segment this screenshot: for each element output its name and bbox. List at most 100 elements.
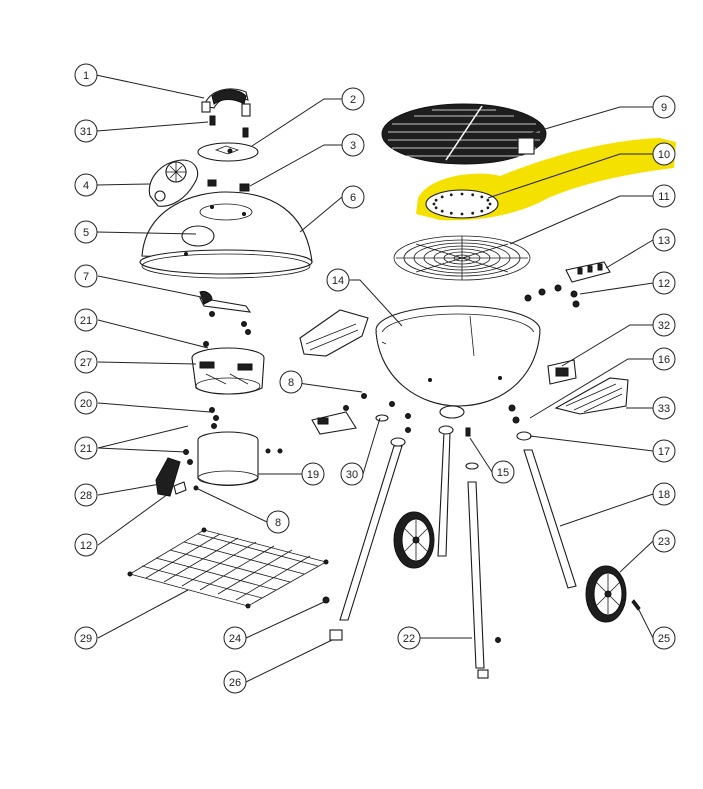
callout-21: 21: [74, 308, 98, 332]
plate-hole: [440, 209, 444, 213]
plate-hole: [486, 206, 490, 210]
svg-text:4: 4: [83, 180, 89, 192]
svg-text:15: 15: [497, 467, 509, 479]
plate-hole: [449, 211, 453, 215]
callout-9: 9: [652, 95, 676, 119]
callout-26: 26: [223, 670, 247, 694]
part-31-screws: [209, 115, 249, 138]
part-6-lid: [139, 191, 313, 279]
plate-hole: [480, 195, 484, 199]
part-28-bracket: [155, 457, 199, 497]
callout-10: 10: [652, 142, 676, 166]
callout-7: 7: [74, 264, 98, 288]
callout-31: 31: [74, 119, 98, 143]
plate-hole: [434, 198, 438, 202]
part-10-charcoal-plate: [425, 189, 499, 219]
callout-1: 1: [74, 63, 98, 87]
part-side-basket-left: [299, 309, 369, 357]
part-7-handle-bracket: [199, 291, 252, 313]
svg-text:30: 30: [346, 469, 358, 481]
part-leg-center: [437, 425, 454, 557]
part-23-wheel: [585, 565, 627, 623]
svg-text:16: 16: [658, 354, 670, 366]
svg-text:22: 22: [403, 633, 415, 645]
part-15-bolt: [465, 427, 471, 437]
callout-27: 27: [74, 350, 98, 374]
part-25-axle-pin: [631, 599, 641, 611]
svg-text:13: 13: [658, 235, 670, 247]
callout-24: 24: [223, 626, 247, 650]
plate-hole: [488, 202, 492, 206]
part-32-bracket: [547, 359, 577, 385]
callout-28: 28: [74, 483, 98, 507]
part-12-nuts-right: [524, 284, 580, 308]
callout-8: 8: [279, 370, 303, 394]
svg-text:31: 31: [80, 126, 92, 138]
svg-text:1: 1: [83, 70, 89, 82]
svg-text:27: 27: [80, 357, 92, 369]
part-4-vent-damper: [148, 159, 199, 207]
callout-6: 6: [341, 185, 365, 209]
plate-hole: [471, 211, 475, 215]
svg-text:12: 12: [658, 278, 670, 290]
leader-lines: [95, 74, 654, 683]
part-18-leg: [523, 449, 577, 589]
callout-5: 5: [74, 220, 98, 244]
svg-text:25: 25: [658, 633, 670, 645]
callout-13: 13: [652, 228, 676, 252]
svg-text:12: 12: [80, 540, 92, 552]
svg-text:23: 23: [658, 536, 670, 548]
svg-text:32: 32: [658, 320, 670, 332]
callout-19: 19: [301, 462, 325, 486]
svg-text:7: 7: [83, 271, 89, 283]
callout-8: 8: [266, 510, 290, 534]
callout-12: 12: [74, 533, 98, 557]
callout-20: 20: [74, 391, 98, 415]
callout-12: 12: [652, 271, 676, 295]
callout-22: 22: [397, 626, 421, 650]
svg-text:28: 28: [80, 490, 92, 502]
part-leg-left: [339, 437, 406, 621]
svg-text:19: 19: [307, 469, 319, 481]
part-30-leg-socket: [343, 393, 411, 433]
part-9-cooking-grate: [381, 103, 547, 165]
plate-hole: [471, 193, 475, 197]
part-tool-hook: [311, 411, 357, 435]
svg-text:21: 21: [80, 443, 92, 455]
plate-hole: [449, 193, 453, 197]
callout-11: 11: [652, 184, 676, 208]
svg-text:3: 3: [350, 140, 356, 152]
callout-labels: 1 31 4 5 7 21 27 20 21 28 12 29 2 3 6 14…: [74, 63, 676, 694]
part-wheel-left: [393, 511, 435, 569]
part-13-bracket: [565, 261, 611, 283]
svg-text:24: 24: [229, 633, 241, 645]
part-29-wire-rack: [127, 527, 329, 609]
callout-16: 16: [652, 347, 676, 371]
part-14-bowl: [375, 305, 541, 419]
callout-2: 2: [341, 87, 365, 111]
svg-text:20: 20: [80, 398, 92, 410]
callout-29: 29: [74, 626, 98, 650]
callout-30: 30: [340, 462, 364, 486]
part-22-leg: [465, 462, 501, 679]
callout-4: 4: [74, 173, 98, 197]
svg-text:14: 14: [332, 275, 344, 287]
svg-text:33: 33: [658, 403, 670, 415]
part-19-ash-bucket: [197, 431, 283, 486]
callout-23: 23: [652, 529, 676, 553]
part-1-lid-handle: [201, 88, 251, 117]
svg-text:17: 17: [658, 446, 670, 458]
plate-hole: [434, 206, 438, 210]
callout-21: 21: [74, 436, 98, 460]
part-8-bolts-left: [203, 311, 251, 347]
svg-text:11: 11: [658, 191, 669, 203]
svg-text:6: 6: [350, 192, 356, 204]
callout-3: 3: [341, 133, 365, 157]
part-27-ash-ring: [191, 347, 265, 395]
callout-18: 18: [652, 482, 676, 506]
plate-hole: [460, 212, 464, 216]
part-24-bolt: [322, 596, 330, 604]
callout-33: 33: [652, 396, 676, 420]
svg-text:5: 5: [83, 227, 89, 239]
svg-text:29: 29: [80, 633, 92, 645]
